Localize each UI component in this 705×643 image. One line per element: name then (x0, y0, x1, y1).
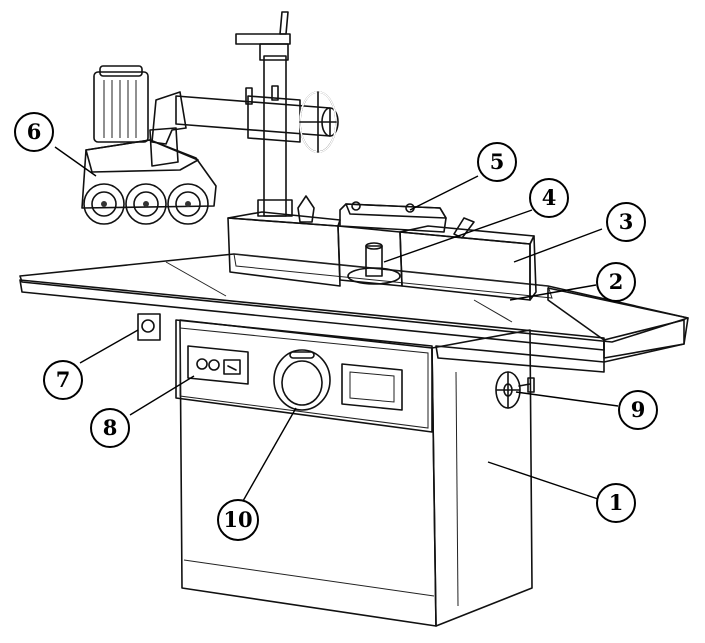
work-table (19, 253, 689, 373)
indicator-light-right (208, 359, 220, 371)
arm-handwheel (299, 91, 337, 153)
readout-display (341, 363, 403, 411)
callout-7: 7 (43, 360, 83, 400)
callout-6: 6 (14, 112, 54, 152)
leader-3 (513, 228, 603, 263)
feeder-arm (149, 11, 339, 217)
leader-8 (129, 375, 195, 416)
callout-label-10: 10 (223, 507, 252, 532)
callout-label-1: 1 (609, 490, 624, 515)
feed-roller-1 (83, 183, 125, 225)
speed-dial (273, 349, 331, 411)
leader-5 (409, 175, 479, 211)
callouts: 6 5 4 3 2 7 9 8 (14, 112, 658, 541)
selector-switch (223, 359, 241, 375)
callout-1: 1 (596, 483, 636, 523)
feed-roller-2 (125, 183, 167, 225)
leader-10 (242, 407, 297, 502)
callout-label-7: 7 (56, 367, 71, 392)
indicator-light-left (196, 358, 208, 370)
callout-label-6: 6 (27, 119, 42, 144)
spindle (365, 242, 383, 277)
height-handwheel (495, 371, 535, 409)
callout-label-3: 3 (619, 209, 634, 234)
leader-9 (515, 391, 619, 407)
leader-4 (383, 209, 533, 263)
callout-10: 10 (217, 499, 259, 541)
callout-label-8: 8 (103, 415, 118, 440)
callout-9: 9 (618, 390, 658, 430)
leader-lines (54, 146, 619, 502)
feed-roller-3 (167, 183, 209, 225)
guard-top (339, 201, 447, 233)
callout-label-2: 2 (609, 269, 624, 294)
base-cabinet (179, 319, 533, 627)
callout-3: 3 (606, 202, 646, 242)
callout-label-4: 4 (542, 185, 557, 210)
control-panel (175, 319, 433, 433)
leader-6 (54, 146, 97, 177)
callout-5: 5 (477, 142, 517, 182)
leader-2 (509, 284, 597, 301)
side-switch (137, 313, 161, 341)
callout-2: 2 (596, 262, 636, 302)
callout-label-9: 9 (631, 397, 646, 422)
spindle-area (337, 201, 447, 287)
leader-7 (79, 329, 139, 364)
callout-8: 8 (90, 408, 130, 448)
leader-1 (487, 461, 599, 500)
callout-label-5: 5 (490, 149, 505, 174)
power-feeder (81, 65, 217, 225)
callout-4: 4 (529, 178, 569, 218)
